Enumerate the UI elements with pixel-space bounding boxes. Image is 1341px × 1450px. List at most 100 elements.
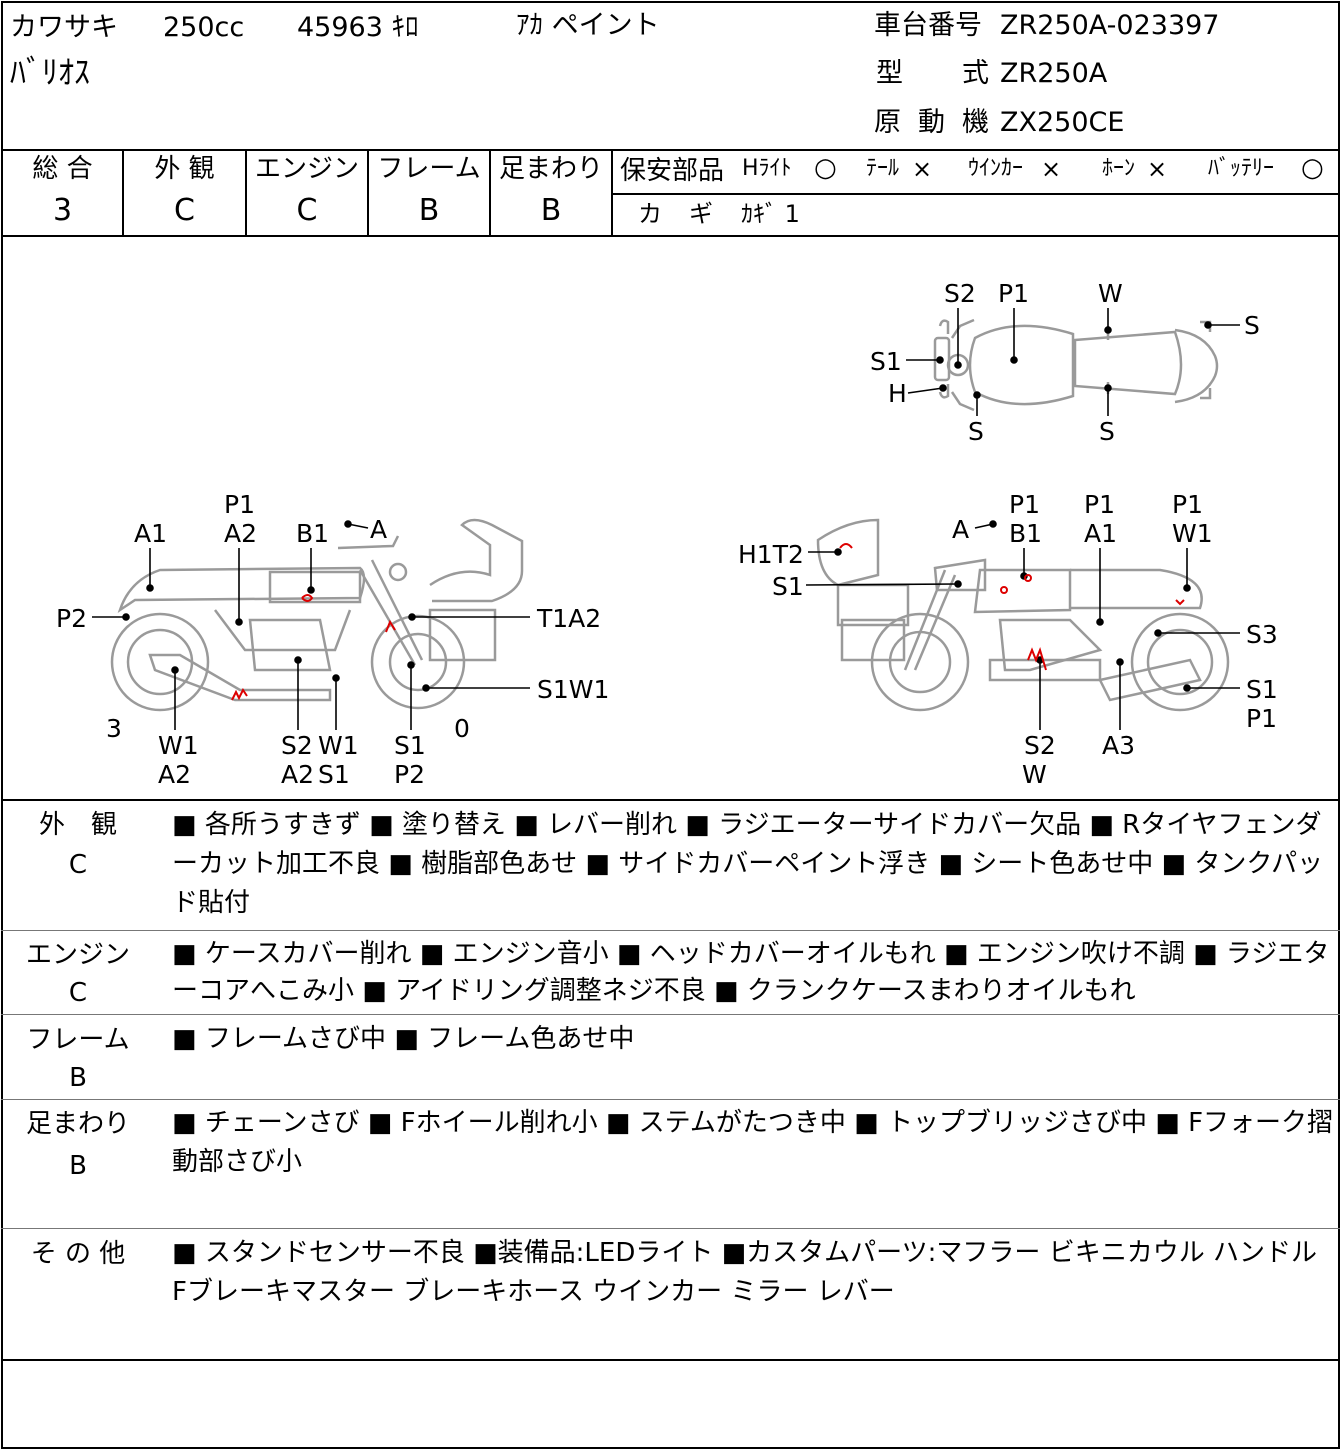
grade-label-engine: エンジン: [254, 154, 359, 184]
label-top: H: [888, 379, 907, 408]
section-text-frame: ■ フレームさび中 ■ フレーム色あせ中: [172, 1024, 635, 1054]
grade-value-overall: 3: [52, 193, 73, 228]
label-left: A: [370, 515, 387, 544]
section-title-engine: エンジン: [25, 940, 130, 970]
label-left: A2: [158, 760, 191, 789]
divider-grades: [1, 235, 1340, 237]
divider-key: [612, 193, 1339, 195]
label-left: A2: [281, 760, 314, 789]
type-label-1: 型: [876, 58, 903, 89]
divider-section-2: [1, 1014, 1340, 1015]
grade-sep-2: [245, 150, 247, 236]
label-left: S1: [394, 731, 426, 760]
damage-diagram: S2 P1 W S S1 H S S A1 P1 A2 B1 A P2 T1A2…: [56, 279, 1278, 789]
type-label-2: 式: [962, 58, 989, 89]
section-grade-exterior: C: [68, 850, 88, 880]
grade-sep-3: [367, 150, 369, 236]
border-right: [1338, 1, 1340, 1449]
section-grade-engine: C: [68, 978, 88, 1008]
grade-label-frame: フレーム: [377, 154, 481, 184]
grade-sep-1: [122, 150, 124, 236]
grade-label-exterior: 外 観: [154, 154, 215, 184]
left-view-bike: [110, 518, 524, 712]
grade-sep-5: [611, 150, 613, 236]
label-right: A1: [1084, 519, 1117, 548]
label-right: S1: [772, 572, 804, 601]
paint-color: ｱｶ ペイント: [516, 10, 660, 41]
top-view-bike: [933, 318, 1219, 412]
section-text-other: ■ スタンドセンサー不良 ■装備品:LEDライト ■カスタムパーツ:マフラー ビ…: [172, 1238, 1317, 1307]
key-label-1: カ: [638, 200, 662, 228]
grade-value-suspension: B: [540, 193, 562, 228]
bike-outlines: [110, 318, 1230, 712]
safety-horn-mark: ×: [1147, 155, 1168, 183]
label-right: S1: [1246, 675, 1278, 704]
section-grade-frame: B: [69, 1063, 87, 1093]
label-right: A: [952, 515, 969, 544]
divider-section-4: [1, 1228, 1340, 1229]
safety-headlight-mark: ○: [814, 153, 837, 183]
label-right: P1: [1172, 490, 1203, 519]
label-top: S1: [870, 347, 902, 376]
section-grade-suspension: B: [69, 1151, 87, 1181]
label-top: S2: [944, 279, 976, 308]
model-name: ﾊﾞﾘｵｽ: [10, 53, 91, 91]
safety-horn: ﾎｰﾝ: [1102, 156, 1136, 181]
label-top: S: [968, 417, 984, 446]
safety-battery-mark: ○: [1301, 153, 1324, 183]
grade-label-suspension: 足まわり: [498, 154, 603, 184]
label-right: P1: [1084, 490, 1115, 519]
section-text-suspension: ■ チェーンさび ■ Fホイール削れ小 ■ ステムがたつき中 ■ トップブリッジ…: [172, 1108, 1334, 1177]
label-top: S: [1099, 417, 1115, 446]
label-top: P1: [998, 279, 1029, 308]
section-title-other: そ の 他: [30, 1239, 126, 1269]
label-left: P1: [224, 490, 255, 519]
engine-label-2: 動: [918, 107, 945, 138]
safety-headlight: Hﾗｲﾄ: [742, 156, 792, 181]
divider-section-1: [1, 930, 1340, 931]
label-right: W: [1022, 760, 1047, 789]
label-top: W: [1098, 279, 1123, 308]
grade-value-exterior: C: [174, 193, 195, 228]
border-left: [1, 1, 3, 1449]
safety-label: 保安部品: [620, 156, 725, 186]
grade-sep-4: [489, 150, 491, 236]
divider-section-3: [1, 1099, 1340, 1100]
label-top: S: [1244, 311, 1260, 340]
safety-tail: ﾃｰﾙ: [866, 156, 900, 181]
label-left: S1W1: [537, 675, 609, 704]
safety-winker: ｳｲﾝｶｰ: [968, 156, 1024, 181]
safety-battery: ﾊﾞｯﾃﾘｰ: [1208, 156, 1275, 181]
diagram-labels: S2 P1 W S S1 H S S A1 P1 A2 B1 A P2 T1A2…: [56, 279, 1278, 789]
type-value: ZR250A: [1000, 58, 1108, 89]
leader-lines: [92, 308, 1240, 730]
section-text-exterior: ■ 各所うすきず ■ 塗り替え ■ レバー削れ ■ ラジエーターサイドカバー欠品…: [172, 810, 1324, 918]
chassis-label: 車台番号: [874, 10, 982, 41]
grade-value-engine: C: [296, 193, 318, 228]
key-value: ｶｷﾞ 1: [741, 200, 800, 228]
chassis-value: ZR250A-023397: [1000, 10, 1220, 41]
engine-label-3: 機: [962, 107, 989, 138]
engine-label-1: 原: [874, 107, 901, 138]
safety-tail-mark: ×: [912, 155, 933, 183]
damage-marks: [231, 543, 1185, 701]
safety-winker-mark: ×: [1041, 155, 1062, 183]
label-right: W1: [1172, 519, 1213, 548]
displacement: 250cc: [163, 12, 245, 43]
label-right: S3: [1246, 620, 1278, 649]
grade-value-frame: B: [418, 193, 440, 228]
label-left: P2: [394, 760, 425, 789]
engine-value: ZX250CE: [1000, 107, 1125, 138]
label-right: S2: [1024, 731, 1056, 760]
divider-header: [1, 149, 1340, 151]
label-left: 0: [454, 714, 470, 743]
grade-label-overall: 総 合: [32, 154, 93, 184]
label-left: A1: [134, 519, 167, 548]
label-right: H1T2: [738, 540, 804, 569]
section-title-exterior: 外 観: [38, 810, 117, 840]
section-title-suspension: 足まわり: [25, 1109, 130, 1139]
label-left: S1: [318, 760, 350, 789]
border-top: [1, 1, 1340, 3]
label-right: P1: [1246, 704, 1277, 733]
